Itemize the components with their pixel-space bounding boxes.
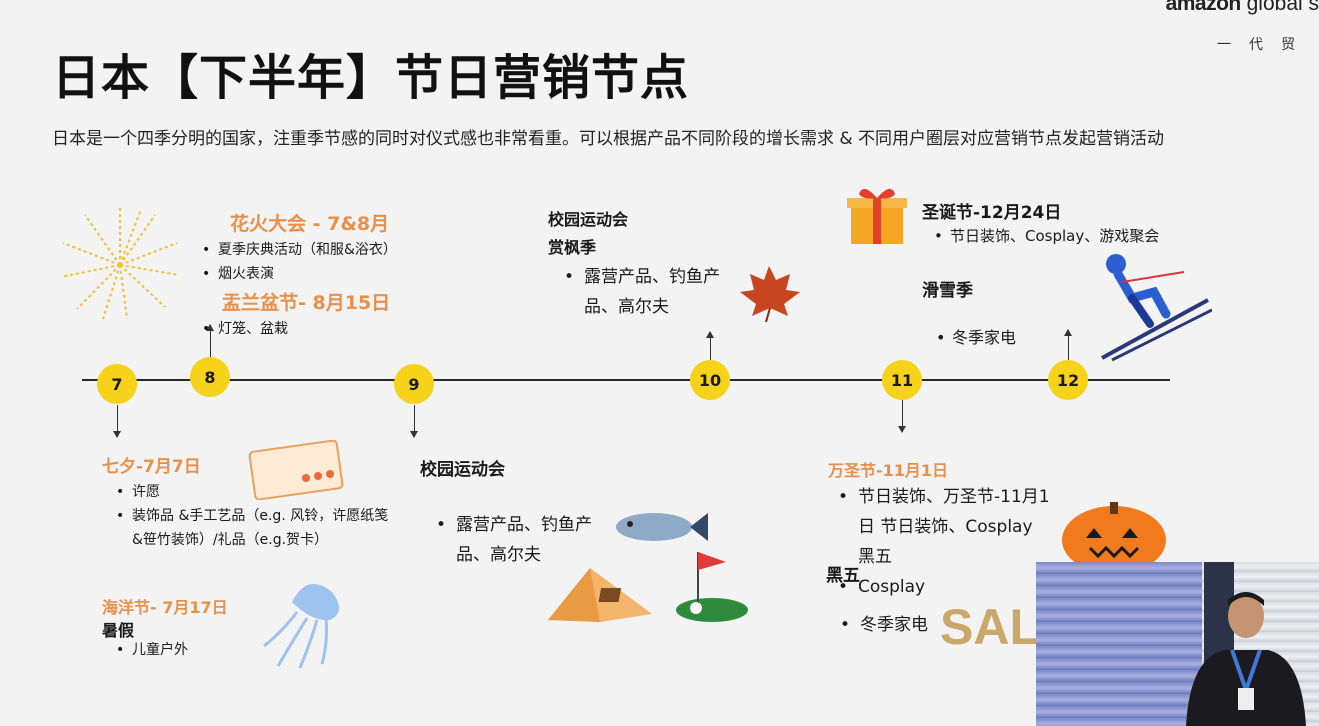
dec-subtitle: 滑雪季 [922, 281, 973, 301]
tent-icon [548, 568, 652, 622]
greeting-card-icon [248, 440, 344, 500]
skier-icon [1101, 254, 1212, 362]
jul-event1-list: 许愿 装饰品 &手工艺品（e.g. 风铃，许愿纸笺&笹竹装饰）/礼品（e.g.贺… [112, 480, 392, 552]
nov-title: 万圣节-11月1日 [828, 461, 949, 480]
nov-subtitle: 黑五 [826, 566, 860, 586]
sep-list: 露营产品、钓鱼产品、高尔夫 [432, 510, 622, 570]
arrow-up-12 [1064, 329, 1072, 360]
gift-box-icon [847, 188, 907, 244]
aug-event2-title: 盂兰盆节- 8月15日 [222, 292, 391, 314]
list-item: 装饰品 &手工艺品（e.g. 风铃，许愿纸笺&笹竹装饰）/礼品（e.g.贺卡） [112, 504, 392, 552]
arrow-down-7 [113, 405, 121, 438]
list-item: 烟火表演 [198, 262, 397, 286]
pumpkin-icon [1062, 502, 1166, 568]
arrow-up-10 [706, 331, 714, 360]
oct-subtitle: 赏枫季 [548, 238, 597, 257]
slide-title: 日本【下半年】节日营销节点 [52, 50, 690, 106]
video-backdrop-panel [1036, 562, 1202, 726]
jul-event2-title: 海洋节- 7月17日 [102, 598, 228, 617]
list-item: 露营产品、钓鱼产品、高尔夫 [560, 262, 740, 322]
month-node-7: 7 [97, 364, 137, 404]
nov-list: 节日装饰、万圣节-11月1日 节日装饰、Cosplay 黑五 Cosplay [834, 482, 1054, 602]
aug-event1-title: 花火大会 - 7&8月 [230, 213, 390, 235]
presenter-figure-icon [1186, 592, 1306, 726]
month-node-8: 8 [190, 357, 230, 397]
sep-title: 校园运动会 [420, 460, 505, 480]
list-item: 许愿 [112, 480, 392, 504]
dec-list: 节日装饰、Cosplay、游戏聚会 [930, 224, 1159, 248]
presenter-video [1036, 562, 1319, 726]
oct-title: 校园运动会 [548, 210, 629, 229]
golf-flag-icon [676, 552, 748, 622]
sale-text: SAL [940, 599, 1040, 655]
fireworks-icon [60, 207, 180, 320]
maple-leaf-icon [740, 266, 800, 323]
list-item: 露营产品、钓鱼产品、高尔夫 [432, 510, 622, 570]
month-node-12: 12 [1048, 360, 1088, 400]
list-item: 冬季家电 [932, 326, 1016, 350]
list-item: 冬季家电 [836, 610, 928, 640]
list-item: 儿童户外 [112, 638, 188, 662]
aug-event1-list: 夏季庆典活动（和服&浴衣） 烟火表演 [198, 238, 397, 286]
slide-intro: 日本是一个四季分明的国家，注重季节感的同时对仪式感也非常看重。可以根据产品不同阶… [52, 129, 1165, 149]
arrow-down-11 [898, 400, 906, 433]
list-item: 节日装饰、Cosplay、游戏聚会 [930, 224, 1159, 248]
logo-subtitle: 一代贸 [1217, 37, 1313, 53]
list-item: 夏季庆典活动（和服&浴衣） [198, 238, 397, 262]
arrow-down-9 [410, 405, 418, 438]
fish-icon [616, 513, 708, 541]
timeline-line [82, 379, 1170, 381]
jul-event2-list: 儿童户外 [112, 638, 188, 662]
dec-list-2: 冬季家电 [932, 326, 1016, 350]
jul-event1-title: 七夕-7月7日 [102, 457, 201, 477]
month-node-11: 11 [882, 360, 922, 400]
nov-list-2: 冬季家电 [836, 610, 928, 640]
oct-list: 露营产品、钓鱼产品、高尔夫 [560, 262, 740, 322]
month-node-9: 9 [394, 364, 434, 404]
aug-event2-list: 灯笼、盆栽 [198, 317, 288, 341]
list-item: 节日装饰、万圣节-11月1日 节日装饰、Cosplay 黑五 [834, 482, 1054, 572]
dec-title: 圣诞节-12月24日 [922, 203, 1062, 223]
amazon-global-selling-logo: amazon global s [1165, 0, 1319, 15]
list-item: Cosplay [834, 572, 1054, 602]
jul-event2-subtitle: 暑假 [102, 621, 135, 640]
jellyfish-icon [263, 584, 340, 669]
list-item: 灯笼、盆栽 [198, 317, 288, 341]
month-node-10: 10 [690, 360, 730, 400]
